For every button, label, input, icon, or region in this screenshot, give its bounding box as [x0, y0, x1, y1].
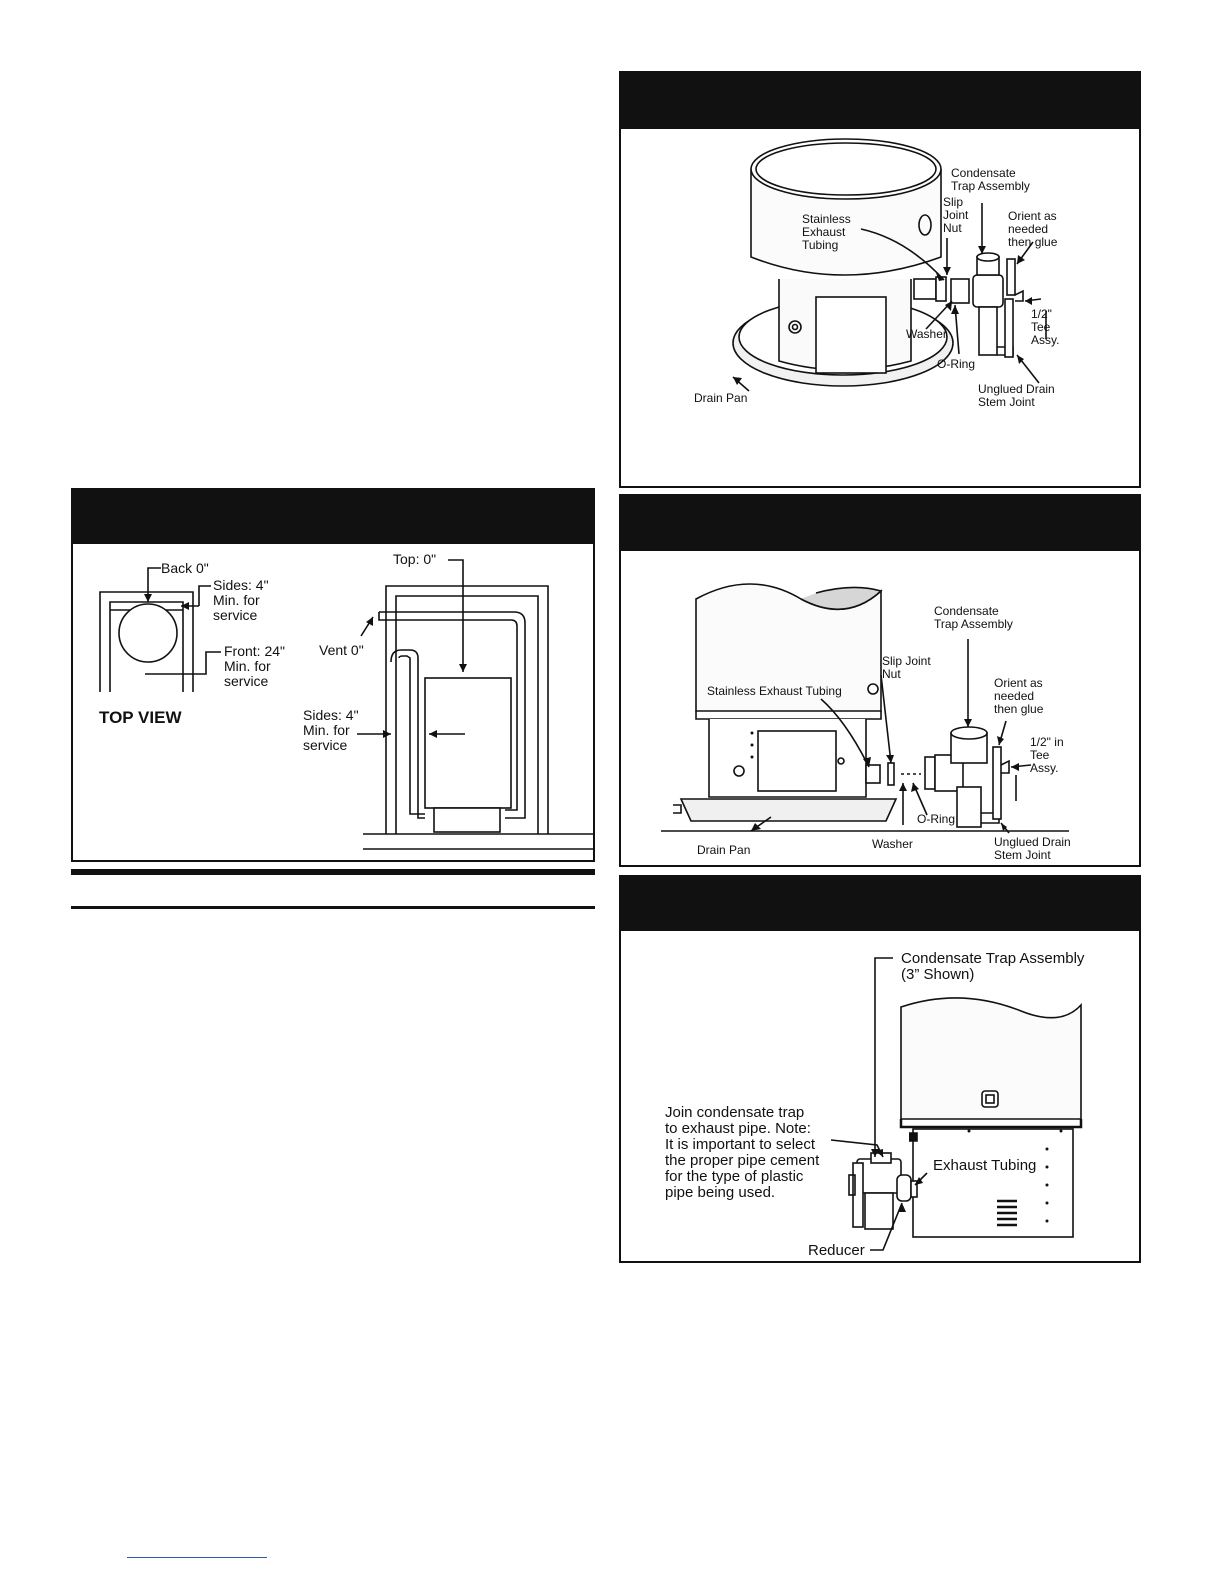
figure-header-bar	[73, 490, 593, 544]
label-back: Back 0"	[161, 560, 209, 576]
label-o-ring: O-Ring	[937, 357, 975, 371]
label-condensate-trap: Condensate Trap Assembly(3” Shown)	[901, 950, 1085, 983]
label-exhaust: Exhaust Tubing	[933, 1157, 1036, 1174]
label-reducer: Reducer	[808, 1242, 865, 1259]
label-vent: Vent 0"	[319, 642, 364, 658]
label-washer: Washer	[872, 837, 913, 851]
figure-trap-reducer-illustration: Condensate Trap Assembly(3” Shown) Join …	[665, 950, 1085, 1259]
section-rule-thick	[71, 869, 595, 875]
figure-header-bar	[621, 496, 1139, 551]
label-drain-pan: Drain Pan	[694, 391, 747, 405]
figure-header-bar	[621, 877, 1139, 931]
label-o-ring: O-Ring	[917, 812, 955, 826]
top-view-heater	[118, 603, 178, 663]
figure-panel-trap-reducer: Condensate Trap Assembly(3” Shown) Join …	[619, 875, 1141, 1263]
label-drain-pan: Drain Pan	[697, 843, 750, 857]
front-view-heater	[424, 677, 512, 809]
section-rule-thin	[71, 906, 595, 909]
label-washer: Washer	[906, 327, 947, 341]
label-top: Top: 0"	[393, 551, 436, 567]
label-top-view: TOP VIEW	[99, 708, 182, 727]
footer-link-underline[interactable]	[127, 1557, 267, 1558]
figure-header-bar	[621, 73, 1139, 129]
label-stainless-exhaust: Stainless Exhaust Tubing	[707, 684, 842, 698]
